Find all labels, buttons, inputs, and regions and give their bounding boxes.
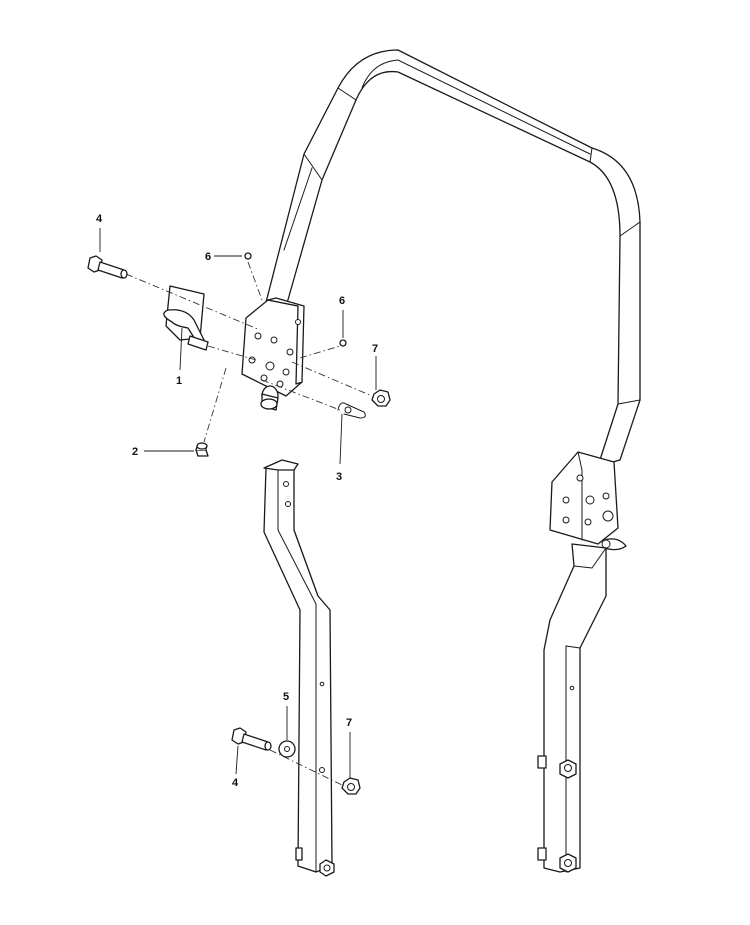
lock-pin-plate — [163, 285, 209, 351]
callout-6-left: 6 — [205, 251, 211, 263]
leader-lines — [99, 228, 377, 778]
callout-7-upper: 7 — [372, 343, 378, 355]
small-nut-upper-left — [244, 252, 252, 260]
hair-pin-clip — [337, 402, 366, 419]
callout-4-upper: 4 — [96, 213, 103, 225]
left-pivot-bracket — [241, 297, 305, 397]
callout-3: 3 — [336, 471, 342, 483]
pin — [195, 442, 209, 457]
nut-upper — [371, 389, 391, 407]
nut-lower — [341, 777, 361, 795]
bolt-upper — [87, 255, 128, 279]
assembly-lines — [125, 261, 373, 787]
callout-4-lower: 4 — [232, 777, 239, 789]
callout-5: 5 — [283, 691, 289, 703]
left-lower-leg — [263, 459, 335, 877]
right-pivot-bracket — [549, 451, 627, 551]
callout-7-lower: 7 — [346, 717, 352, 729]
callout-2: 2 — [132, 446, 138, 458]
bolt-lower — [231, 727, 272, 751]
washer — [278, 740, 296, 758]
callout-6-right: 6 — [339, 295, 345, 307]
upper-roll-bar — [261, 49, 641, 467]
callout-1: 1 — [176, 375, 182, 387]
small-nut-upper-right — [339, 339, 347, 347]
knob — [260, 385, 279, 411]
right-lower-leg — [537, 543, 607, 873]
